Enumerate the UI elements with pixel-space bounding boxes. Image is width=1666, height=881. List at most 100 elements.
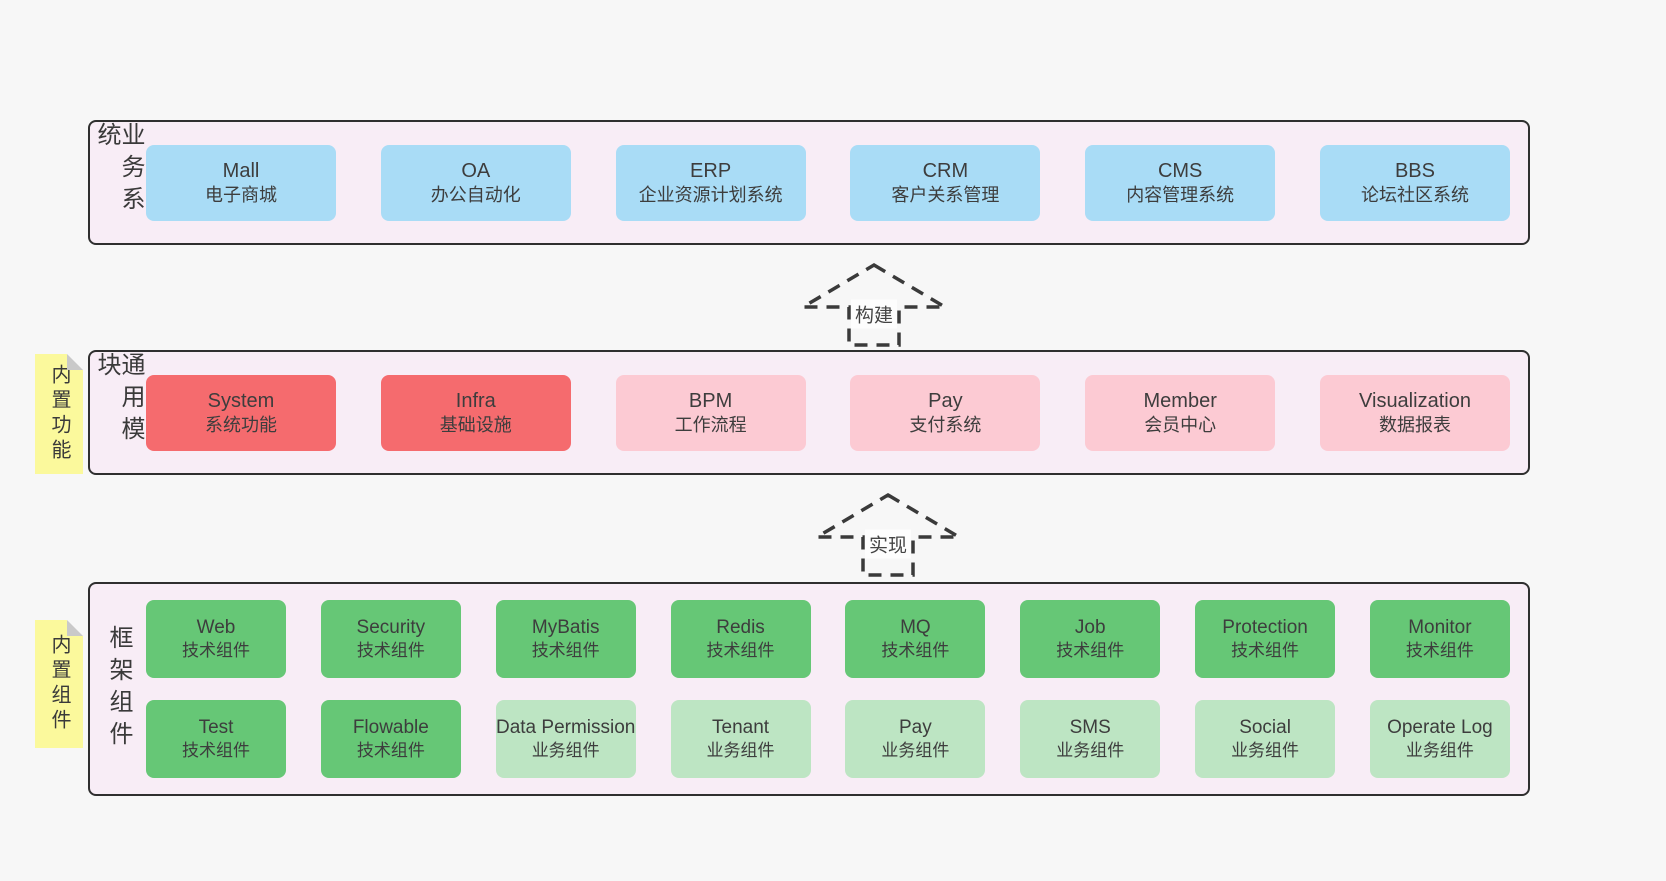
box-flowable: Flowable 技术组件 — [320, 700, 461, 778]
band-label-framework-components: 框架组件 — [90, 584, 146, 794]
folded-corner-icon — [67, 620, 83, 636]
box-title: ERP — [690, 159, 732, 182]
box-title: MyBatis — [531, 616, 600, 638]
box-title: Tenant — [712, 716, 770, 738]
box-tenant: Tenant 业务组件 — [670, 700, 811, 778]
box-social: Social 业务组件 — [1195, 700, 1336, 778]
box-erp: ERP 企业资源计划系统 — [615, 144, 806, 221]
box-title: Pay — [899, 716, 932, 738]
box-title: BPM — [688, 389, 733, 412]
band-rows: System 系统功能 Infra 基础设施 BPM 工作流程 Pay 支付系统… — [146, 352, 1528, 473]
box-subtitle: 技术组件 — [182, 641, 250, 661]
box-infra: Infra 基础设施 — [380, 374, 571, 451]
box-title: Flowable — [352, 716, 429, 738]
band-framework-components: 框架组件 Web 技术组件 Security 技术组件 MyBatis 技术组件… — [88, 582, 1530, 796]
dashed-up-arrow-icon — [800, 262, 948, 347]
box-title: Mall — [222, 159, 260, 182]
band-label-text: 框架组件 — [105, 625, 132, 753]
box-operate-log: Operate Log 业务组件 — [1369, 700, 1510, 778]
box-subtitle: 论坛社区系统 — [1360, 184, 1469, 205]
band-label-text: 通用模块 — [93, 352, 144, 448]
box-web: Web 技术组件 — [146, 600, 286, 678]
box-subtitle: 业务组件 — [1056, 741, 1125, 761]
box-row: System 系统功能 Infra 基础设施 BPM 工作流程 Pay 支付系统… — [146, 374, 1510, 451]
box-title: System — [207, 389, 275, 412]
box-title: CMS — [1157, 159, 1203, 182]
box-subtitle: 业务组件 — [881, 741, 950, 761]
box-oa: OA 办公自动化 — [380, 144, 571, 221]
box-subtitle: 技术组件 — [356, 741, 425, 761]
box-title: Operate Log — [1387, 716, 1493, 738]
note-text: 内置组件 — [48, 634, 70, 734]
box-title: Data Permission — [495, 716, 636, 738]
box-pay-component: Pay 业务组件 — [845, 700, 986, 778]
box-protection: Protection 技术组件 — [1195, 600, 1336, 678]
box-subtitle: 会员中心 — [1144, 414, 1217, 435]
box-subtitle: 业务组件 — [1405, 741, 1474, 761]
box-crm: CRM 客户关系管理 — [850, 144, 1041, 221]
box-title: BBS — [1394, 159, 1435, 182]
box-title: Redis — [716, 616, 765, 638]
box-subtitle: 技术组件 — [1056, 641, 1125, 661]
box-security: Security 技术组件 — [320, 600, 461, 678]
sticky-note-built-in-components: 内置组件 — [35, 620, 83, 748]
box-subtitle: 业务组件 — [1231, 741, 1300, 761]
box-monitor: Monitor 技术组件 — [1369, 600, 1510, 678]
box-subtitle: 技术组件 — [182, 741, 250, 761]
band-common-modules: 通用模块 System 系统功能 Infra 基础设施 BPM 工作流程 Pay… — [88, 350, 1530, 475]
box-title: Member — [1143, 389, 1217, 412]
box-title: Monitor — [1408, 616, 1472, 638]
box-subtitle: 工作流程 — [674, 414, 747, 435]
box-job: Job 技术组件 — [1020, 600, 1161, 678]
band-business-systems: 业务系统 Mall 电子商城 OA 办公自动化 ERP 企业资源计划系统 CRM… — [88, 120, 1530, 245]
box-bpm: BPM 工作流程 — [615, 374, 806, 451]
box-mall: Mall 电子商城 — [146, 144, 336, 221]
box-bbs: BBS 论坛社区系统 — [1319, 144, 1510, 221]
sticky-note-built-in-features: 内置功能 — [35, 354, 83, 474]
box-title: MQ — [900, 616, 931, 638]
box-subtitle: 数据报表 — [1378, 414, 1451, 435]
box-title: Protection — [1222, 616, 1308, 638]
note-text: 内置功能 — [48, 364, 70, 464]
box-row: Mall 电子商城 OA 办公自动化 ERP 企业资源计划系统 CRM 客户关系… — [146, 144, 1510, 221]
band-rows: Mall 电子商城 OA 办公自动化 ERP 企业资源计划系统 CRM 客户关系… — [146, 122, 1528, 243]
box-row: Test 技术组件 Flowable 技术组件 Data Permission … — [146, 700, 1510, 778]
box-test: Test 技术组件 — [146, 700, 286, 778]
box-title: SMS — [1069, 716, 1111, 738]
box-subtitle: 基础设施 — [439, 414, 512, 435]
box-subtitle: 办公自动化 — [430, 184, 521, 205]
box-title: Visualization — [1359, 389, 1471, 412]
box-subtitle: 支付系统 — [909, 414, 982, 435]
box-title: Job — [1074, 616, 1106, 638]
box-subtitle: 企业资源计划系统 — [638, 184, 783, 205]
box-row: Web 技术组件 Security 技术组件 MyBatis 技术组件 Redi… — [146, 600, 1510, 678]
box-subtitle: 内容管理系统 — [1126, 184, 1235, 205]
box-title: Security — [356, 616, 426, 638]
box-visualization: Visualization 数据报表 — [1319, 374, 1510, 451]
box-subtitle: 系统功能 — [205, 414, 277, 435]
box-subtitle: 业务组件 — [706, 741, 775, 761]
box-system: System 系统功能 — [146, 374, 336, 451]
arrow-label: 实现 — [864, 529, 912, 559]
dashed-up-arrow-icon — [814, 492, 962, 577]
box-pay: Pay 支付系统 — [850, 374, 1041, 451]
box-subtitle: 业务组件 — [531, 741, 600, 761]
box-subtitle: 客户关系管理 — [891, 184, 1000, 205]
box-sms: SMS 业务组件 — [1020, 700, 1161, 778]
box-cms: CMS 内容管理系统 — [1085, 144, 1276, 221]
box-subtitle: 技术组件 — [356, 641, 425, 661]
box-member: Member 会员中心 — [1085, 374, 1276, 451]
arrow-implement: 实现 — [814, 492, 962, 578]
box-title: Social — [1239, 716, 1291, 738]
box-mybatis: MyBatis 技术组件 — [495, 600, 636, 678]
arrow-label: 构建 — [850, 299, 898, 329]
box-mq: MQ 技术组件 — [845, 600, 986, 678]
box-subtitle: 技术组件 — [1405, 641, 1474, 661]
box-title: CRM — [922, 159, 969, 182]
box-redis: Redis 技术组件 — [670, 600, 811, 678]
folded-corner-icon — [67, 354, 83, 370]
band-label-text: 业务系统 — [93, 122, 144, 218]
box-data-permission: Data Permission 业务组件 — [495, 700, 636, 778]
box-title: Infra — [455, 389, 496, 412]
box-subtitle: 技术组件 — [1231, 641, 1300, 661]
